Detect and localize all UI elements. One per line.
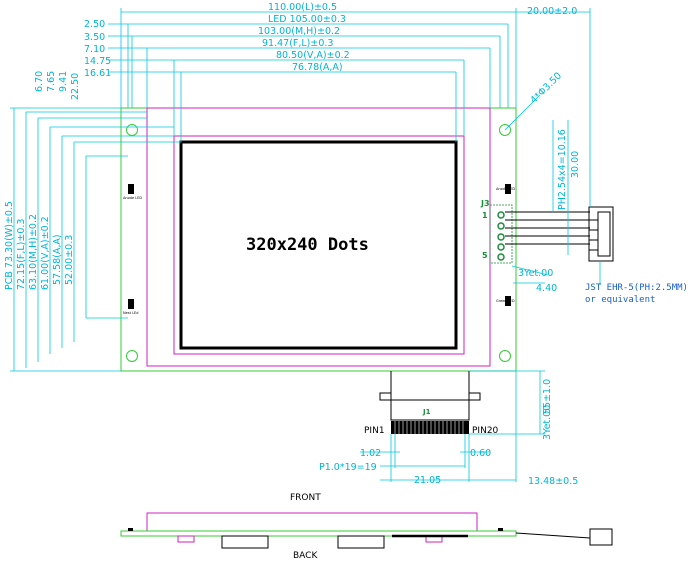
left-length-6: 52.00±0.3 (64, 235, 75, 285)
left-length-1: PCB 73.30(W)±0.5 (4, 201, 15, 290)
j3-pin-1 (497, 211, 505, 219)
j3-tab-dim: 3Yet.00 (518, 268, 553, 279)
j3-label: J3 (480, 199, 490, 208)
back-label: BACK (293, 551, 318, 561)
led-pad-cathode-right (505, 296, 511, 306)
led-label-anode-left: Anode LED (123, 196, 142, 200)
left-offset-1: 6.70 (34, 71, 45, 92)
left-length-3: 63.10(M,H)±0.2 (28, 214, 39, 290)
fpc-body (379, 371, 481, 421)
led-pad-cathode-left (128, 299, 134, 309)
jst-type-label: JST EHR-5(PH:2.5MM) (585, 283, 688, 293)
pitch-dim: PH2.54x4=10.16 (557, 129, 568, 210)
j3-pin-3 (497, 233, 505, 241)
fpc-contacts (391, 421, 469, 434)
mount-hole-bl (126, 350, 138, 362)
j3-pin-last: 5 (482, 251, 488, 260)
mount-hole-tl (126, 124, 138, 136)
fpc-pin-width: 0.60 (470, 448, 491, 459)
top-dim-2-length: LED 105.00±0.3 (268, 14, 346, 25)
led-label-cathode-left: Nest LEd (123, 311, 138, 315)
top-dim-6-length: 76.78(A,A) (292, 62, 343, 73)
fpc-pin1-label: PIN1 (364, 426, 385, 436)
left-length-2: 72.15(F,L)±0.3 (16, 219, 27, 290)
j3-outline (489, 204, 513, 264)
mount-hole-tr (499, 124, 511, 136)
led-pad-anode-left (128, 184, 134, 194)
left-offset-4: 22.50 (70, 73, 81, 100)
j3-pin-4 (497, 243, 505, 251)
hole-dim: 4*Φ3.50 (528, 70, 564, 106)
viewing-area (173, 135, 465, 355)
top-dim-4-offset: 14.75 (84, 56, 111, 67)
fpc-contact-gaps (394, 421, 464, 434)
top-right-dim: 20.00±2.0 (527, 6, 577, 17)
resolution-label: 320x240 Dots (246, 235, 369, 255)
jst-note-label: or equivalent (585, 295, 655, 305)
jst-connector (588, 206, 614, 262)
front-label: FRONT (290, 493, 321, 503)
side-view (120, 512, 613, 549)
left-length-5: 57.58(A,A) (52, 234, 63, 285)
top-dim-5-offset: 16.61 (84, 68, 111, 79)
fpc-length: 55±1.0 (542, 379, 553, 414)
top-dim-1-offset: 2.50 (84, 19, 105, 30)
fpc-dimension-lines (360, 370, 545, 482)
j3-pin-5 (497, 253, 505, 261)
fpc-width: 21.05 (414, 475, 441, 486)
top-dimension-lines (108, 8, 591, 207)
top-dim-5-length: 80.50(V,A)±0.2 (276, 50, 350, 61)
span-dim: 30.00 (570, 151, 581, 178)
top-dim-4-length: 91.47(F,L)±0.3 (262, 38, 333, 49)
fpc-pitch-width: 1.02 (360, 448, 381, 459)
led-pad-anode-right (505, 184, 511, 194)
led-label-cathode-right: Green LED (496, 299, 515, 303)
top-dim-3-offset: 7.10 (84, 44, 105, 55)
top-dim-2-offset: 3.50 (84, 32, 105, 43)
left-length-4: 61.00(V,A)±0.2 (40, 216, 51, 290)
left-offset-2: 7.65 (46, 71, 57, 92)
fpc-tail: 3Yet.00 (542, 405, 553, 440)
right-dimension-lines (504, 94, 569, 284)
fpc-label: J1 (422, 408, 431, 416)
j3-pin-first: 1 (482, 211, 488, 220)
mount-hole-br (499, 350, 511, 362)
small-dim: 4.40 (536, 283, 557, 294)
active-area (179, 140, 458, 350)
top-dim-3-length: 103.00(M,H)±0.2 (258, 26, 340, 37)
fpc-pin20-label: PIN20 (472, 426, 499, 436)
left-offset-3: 9.41 (58, 71, 69, 92)
j3-wires (505, 211, 590, 245)
j3-pin-2 (497, 222, 505, 230)
left-dimension-lines (10, 107, 181, 372)
fpc-offset: 13.48±0.5 (528, 476, 578, 487)
fpc-pitch: P1.0*19=19 (319, 462, 377, 473)
top-dim-1-length: 110.00(L)±0.5 (268, 2, 337, 13)
led-label-anode-right: Anode LED (496, 187, 515, 191)
